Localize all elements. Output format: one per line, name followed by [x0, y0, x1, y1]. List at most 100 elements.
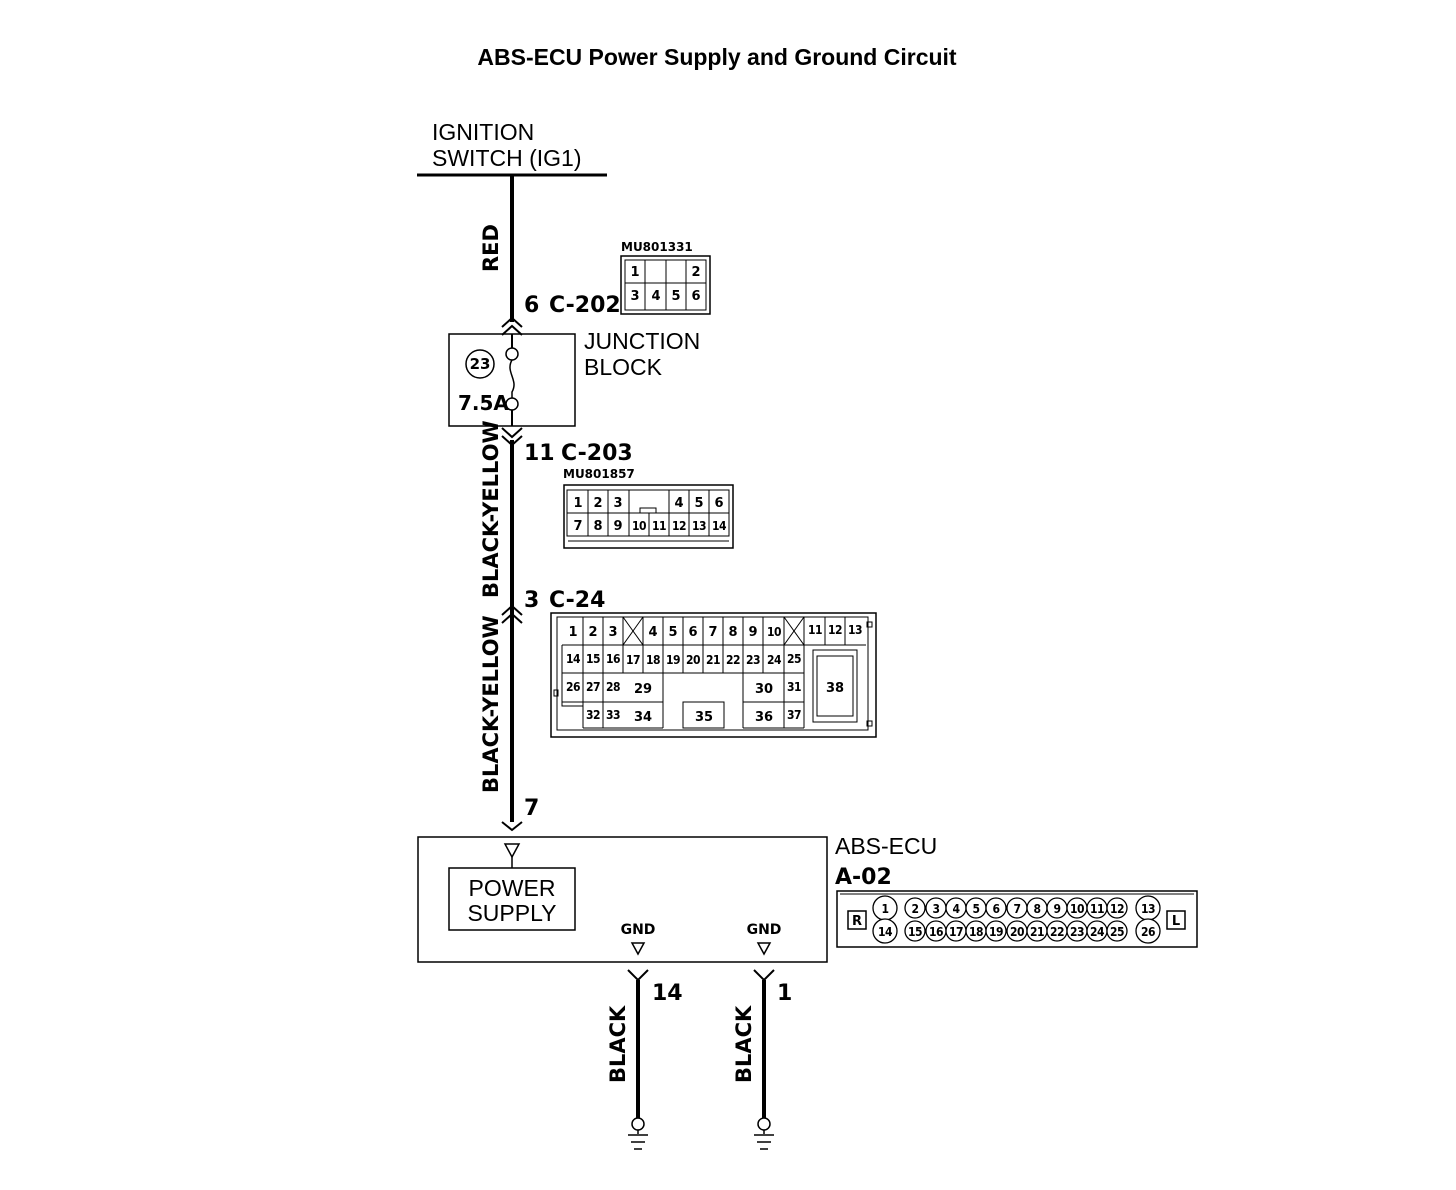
- c24-pin: 12: [828, 623, 842, 637]
- c24-pin: 29: [634, 682, 652, 697]
- a02-pin: 23: [1070, 925, 1084, 939]
- c24-pin: 35: [695, 710, 713, 725]
- ground-pin-14: 14: [652, 981, 683, 1006]
- fuse-rating: 7.5A: [458, 391, 509, 415]
- c203-pin: 13: [692, 519, 706, 533]
- a02-pin: 20: [1010, 925, 1024, 939]
- c24-pin: 36: [755, 710, 773, 725]
- c202-pin-number: 6: [524, 293, 539, 318]
- a02-pin: 13: [1141, 902, 1155, 916]
- c202-part-number: MU801331: [621, 240, 693, 254]
- wire-color-black-yellow-lower: BLACK-YELLOW: [479, 615, 503, 793]
- wire-color-black-yellow-upper: BLACK-YELLOW: [479, 420, 503, 598]
- a02-pin: 5: [972, 902, 979, 916]
- a02-pin: 8: [1033, 902, 1040, 916]
- connector-c24-face: 1 2 3 4 5 6 7 8 9 10 11 12 13 14 15 16 1…: [550, 612, 877, 738]
- c203-pin: 8: [593, 519, 602, 534]
- c24-pin: 25: [787, 652, 801, 666]
- c203-pin-number: 11: [524, 441, 555, 466]
- c24-pin: 3: [608, 625, 617, 640]
- a02-pin: 24: [1090, 925, 1105, 939]
- c202-pin: 3: [630, 289, 639, 304]
- a02-pin-circle: [985, 920, 1007, 942]
- c24-pin: 14: [566, 652, 581, 666]
- a02-pin: 22: [1050, 925, 1064, 939]
- c203-connector-name: C-203: [561, 441, 633, 466]
- a02-pin: 21: [1030, 925, 1044, 939]
- c24-pin: 19: [666, 653, 680, 667]
- c203-pin: 6: [714, 496, 723, 511]
- c24-pin: 34: [634, 710, 652, 725]
- c202-pin: 1: [630, 265, 639, 280]
- wire-color-black-1: BLACK: [732, 1005, 756, 1083]
- c203-pin: 14: [712, 519, 727, 533]
- a02-pin: 14: [878, 925, 893, 939]
- a02-pin: 10: [1070, 902, 1084, 916]
- c203-pin: 3: [613, 496, 622, 511]
- wire-color-red: RED: [479, 224, 503, 272]
- c24-pin: 5: [668, 625, 677, 640]
- abs-ecu-input-terminal: [501, 821, 523, 832]
- c203-pin: 11: [652, 519, 666, 533]
- c202-pin: 6: [691, 289, 700, 304]
- c24-pin: 30: [755, 682, 773, 697]
- connector-c202-face: MU801331 1 2 3 4 5 6: [620, 240, 711, 315]
- ground-wire-1: [753, 969, 775, 1150]
- diagram-title: ABS-ECU Power Supply and Ground Circuit: [477, 44, 957, 70]
- a02-pin: 3: [932, 902, 939, 916]
- c24-pin: 27: [586, 680, 600, 694]
- power-supply-label-line1: POWER: [469, 875, 556, 901]
- c24-pin: 26: [566, 680, 580, 694]
- gnd-label-pin14: GND: [621, 922, 656, 938]
- c24-pin: 6: [688, 625, 697, 640]
- a02-pin: 4: [952, 902, 960, 916]
- a02-pin: 18: [969, 925, 983, 939]
- a02-pin: 15: [908, 925, 922, 939]
- c203-pin: 10: [632, 519, 646, 533]
- connector-c203-face: MU801857 1 2 3 4 5 6 7 8 9 10 11 12 13 1…: [563, 467, 734, 549]
- a02-pin: 2: [911, 902, 918, 916]
- c24-pin: 16: [606, 652, 620, 666]
- a02-pin-circle: [872, 918, 898, 944]
- ground-pin-1: 1: [777, 981, 792, 1006]
- fuse-number-circle: [465, 349, 495, 379]
- c203-part-number: MU801857: [563, 467, 635, 481]
- a02-pin: 12: [1110, 902, 1124, 916]
- c203-pin: 7: [573, 519, 582, 534]
- a02-pin: 7: [1013, 902, 1020, 916]
- a02-side-r: R: [852, 914, 862, 929]
- ignition-switch-label-line2: SWITCH (IG1): [432, 145, 582, 171]
- c203-pin: 5: [694, 496, 703, 511]
- c24-pin: 13: [848, 623, 862, 637]
- c202-pin: 4: [651, 289, 660, 304]
- abs-ecu-box: [417, 836, 828, 963]
- c24-pin: 1: [568, 625, 577, 640]
- c24-pin: 18: [646, 653, 660, 667]
- c202-connector-name: C-202: [549, 293, 621, 318]
- c24-pin: 37: [787, 708, 801, 722]
- c203-pin: 4: [674, 496, 683, 511]
- connector-c202-terminal: [501, 316, 523, 336]
- gnd-label-pin1: GND: [747, 922, 782, 938]
- a02-pin: 25: [1110, 925, 1124, 939]
- a02-pin: 17: [949, 925, 963, 939]
- c202-pin: 2: [691, 265, 700, 280]
- c203-pin: 9: [613, 519, 622, 534]
- c24-pin-number: 3: [524, 588, 539, 613]
- junction-block-label-line1: JUNCTION: [584, 328, 700, 354]
- c24-pin: 24: [767, 653, 782, 667]
- c24-pin: 33: [606, 708, 620, 722]
- c24-pin: 7: [708, 625, 717, 640]
- c202-pin: 5: [671, 289, 680, 304]
- a02-pin: 9: [1053, 902, 1060, 916]
- a02-pin-circle: [1106, 897, 1128, 919]
- c24-pin: 10: [767, 625, 781, 639]
- abs-ecu-connector-name: A-02: [835, 865, 892, 890]
- c203-pin: 2: [593, 496, 602, 511]
- a02-pin-circle: [904, 920, 926, 942]
- connector-c203-terminal: [501, 427, 523, 447]
- c24-pin: 4: [648, 625, 657, 640]
- c24-connector-name: C-24: [549, 588, 605, 613]
- c24-pin: 31: [787, 680, 801, 694]
